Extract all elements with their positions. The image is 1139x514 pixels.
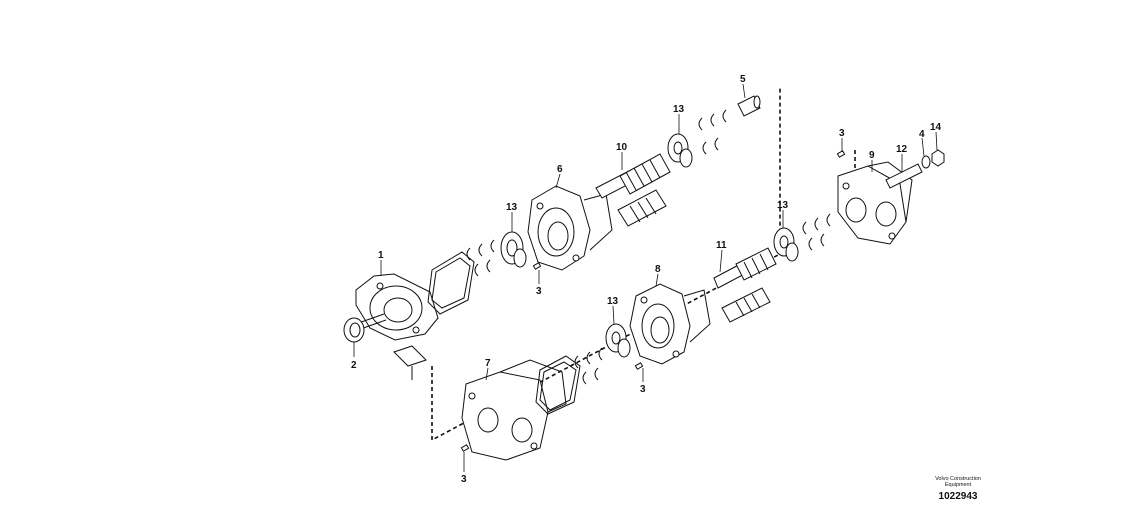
drawing-footer: Volvo Construction Equipment 1022943 [918,476,998,502]
o-ring-seal-lower [535,355,581,415]
rear-housing [461,359,567,461]
callout-1: 1 [378,250,384,261]
shaft-seal [343,317,365,343]
nut [931,149,945,167]
through-bolt [885,163,923,189]
gear-shaft-lower-1 [713,247,777,289]
driven-gear-upper [617,189,667,227]
callout-4: 4 [919,129,925,140]
thrust-plate-3 [605,323,631,358]
thrust-plate-4 [773,227,799,262]
thrust-plate-1 [500,231,527,268]
brand-line-2: Equipment [944,482,972,488]
leader-lines [353,83,938,472]
dowel-pin-2 [460,444,470,452]
o-ring-seal-upper-1 [427,251,475,315]
callout-13: 13 [607,296,619,307]
callout-11: 11 [716,240,727,251]
callout-10: 10 [616,142,628,153]
small-bracket [393,345,427,380]
dowel-pin-4 [836,150,846,158]
retainer-clips-right [802,213,831,251]
retainer-clips-lower [574,347,603,385]
callout-13: 13 [506,202,518,213]
brand-line-1: Volvo Construction [935,476,981,482]
callout-5: 5 [740,74,746,85]
gear-shaft-lower-2 [721,287,771,323]
dowel-pin-1 [532,262,542,270]
gear-housing-upper [527,185,613,271]
drawing-number: 1022943 [938,491,978,502]
callout-3: 3 [839,128,845,139]
callout-3: 3 [536,286,542,297]
bushing [737,95,761,117]
callout-13: 13 [777,200,789,211]
washer [921,155,931,169]
callout-3: 3 [640,384,646,395]
front-flange-housing [349,273,439,341]
callout-13: 13 [673,104,685,115]
callout-12: 12 [896,144,908,155]
callout-8: 8 [655,264,661,275]
callout-2: 2 [351,360,357,371]
callout-14: 14 [930,122,942,133]
gear-housing-lower [629,283,711,365]
callout-6: 6 [557,164,563,175]
thrust-plate-2 [667,133,693,168]
drive-shaft [595,153,671,199]
dowel-pin-3 [634,362,644,370]
callout-3: 3 [461,474,467,485]
assembly-axis-upper [431,86,781,442]
callout-9: 9 [869,150,875,161]
callout-7: 7 [485,358,491,369]
retainer-clips-upper [466,239,495,277]
retainer-clips-upper-right [698,109,727,155]
